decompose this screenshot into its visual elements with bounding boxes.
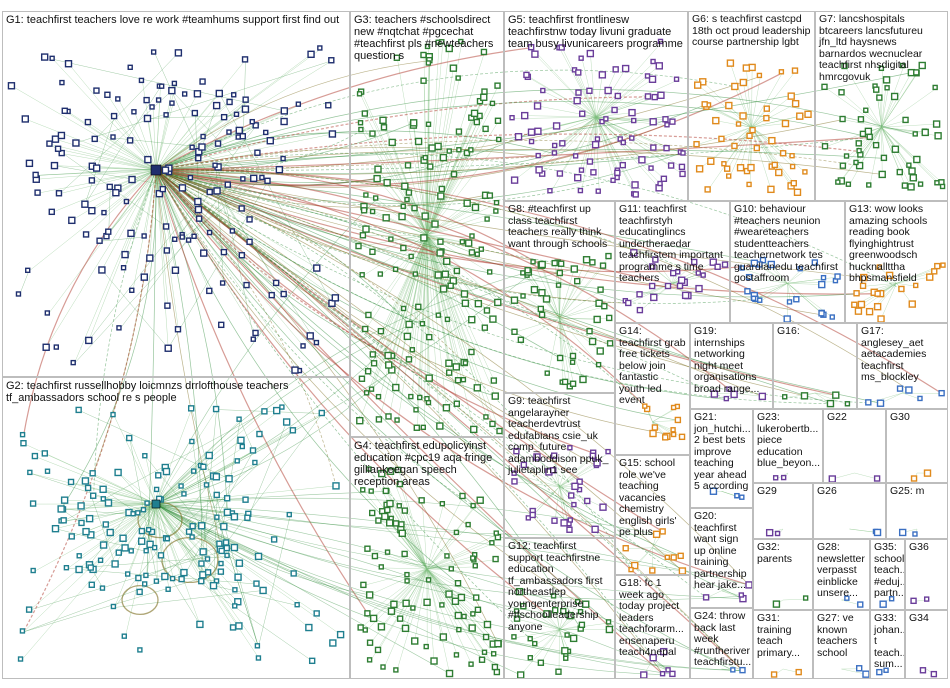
group-panel-g2: G2: teachfirst russellhobby loicmnzs drr…: [2, 377, 350, 679]
group-label-g3: G3: teachers #schoolsdirect new #nqtchat…: [354, 14, 500, 62]
group-label-g13: G13: wow looks amazing schools reading b…: [849, 204, 944, 285]
group-label-g23: G23: lukerobertb... piece education blue…: [757, 412, 819, 470]
group-label-g8: G8: #teachfirst up class teachfirst teac…: [508, 204, 611, 250]
group-panel-g31: G31: training teach primary...: [753, 610, 813, 679]
group-panel-g24: G24: throw back last week #runtheriver t…: [690, 608, 753, 679]
group-label-g15: G15: school role we've teaching vacancie…: [619, 458, 686, 539]
group-panel-g8: G8: #teachfirst up class teachfirst teac…: [504, 201, 615, 393]
group-panel-g25: G25: m: [886, 483, 948, 539]
group-label-g30: G30: [890, 412, 944, 424]
group-label-g12: G12: teachfirst support teachfirstne edu…: [508, 541, 611, 633]
group-panel-g16: G16:: [773, 323, 857, 409]
group-panel-g27: G27: ve known teachers school: [813, 610, 870, 679]
group-panel-g36: G36: [905, 539, 948, 610]
group-panel-g32: G32: parents: [753, 539, 813, 610]
group-panel-g3: G3: teachers #schoolsdirect new #nqtchat…: [350, 11, 504, 437]
group-panel-g5: G5: teachfirst frontlinesw teachfirstnw …: [504, 11, 688, 201]
group-label-g10: G10: behaviour #teachers neunion #wearet…: [734, 204, 841, 285]
group-panel-g29: G29: [753, 483, 813, 539]
group-panel-g35: G35: school teach... #eduj... partn...: [870, 539, 905, 610]
group-label-g27: G27: ve known teachers school: [817, 613, 866, 659]
group-label-g18: G18: fc 1 week ago today project leaders…: [619, 578, 686, 659]
group-label-g19: G19: internships networking night meet o…: [694, 326, 769, 395]
group-panel-g10: G10: behaviour #teachers neunion #wearet…: [730, 201, 845, 323]
group-panel-g9: G9: teachfirst angelarayner teacherdevtr…: [504, 393, 615, 538]
group-panel-g19: G19: internships networking night meet o…: [690, 323, 773, 409]
group-label-g32: G32: parents: [757, 542, 809, 565]
group-panel-g12: G12: teachfirst support teachfirstne edu…: [504, 538, 615, 679]
group-label-g7: G7: lancshospitals btcareers lancsfuture…: [819, 14, 944, 83]
group-panel-g4: G4: teachfirst edupolicyinst education #…: [350, 437, 504, 679]
group-label-g28: G28: newsletter verpasst einblicke unser…: [817, 542, 866, 600]
group-label-g35: G35: school teach... #eduj... partn...: [874, 542, 901, 600]
group-panel-g18: G18: fc 1 week ago today project leaders…: [615, 575, 690, 679]
group-label-g1: G1: teachfirst teachers love re work #te…: [6, 14, 346, 26]
group-panel-g1: G1: teachfirst teachers love re work #te…: [2, 11, 350, 377]
group-panel-g7: G7: lancshospitals btcareers lancsfuture…: [815, 11, 948, 201]
group-label-g17: G17: anglesey_aet aetacademies teachfirs…: [861, 326, 944, 384]
group-panel-g33: G33: johan... t teach... sum...: [870, 610, 905, 679]
group-label-g26: G26: [817, 486, 882, 498]
group-label-g25: G25: m: [890, 486, 944, 498]
group-label-g34: G34: [909, 613, 944, 625]
group-label-g31: G31: training teach primary...: [757, 613, 809, 659]
group-panel-g20: G20: teachfirst want sign up online trai…: [690, 508, 753, 608]
group-label-g4: G4: teachfirst edupolicyinst education #…: [354, 440, 500, 488]
group-label-g33: G33: johan... t teach... sum...: [874, 613, 901, 671]
group-panel-g13: G13: wow looks amazing schools reading b…: [845, 201, 948, 323]
group-label-g6: G6: s teachfirst castcpd 18th oct proud …: [692, 14, 811, 49]
group-label-g22: G22: [827, 412, 882, 424]
group-label-g20: G20: teachfirst want sign up online trai…: [694, 511, 749, 592]
group-panel-g22: G22: [823, 409, 886, 483]
group-panel-g21: G21: jon_hutchi... 2 best bets improve t…: [690, 409, 753, 508]
group-panel-g15: G15: school role we've teaching vacancie…: [615, 455, 690, 575]
group-label-g14: G14: teachfirst grab free tickets below …: [619, 326, 686, 407]
group-label-g16: G16:: [777, 326, 853, 338]
group-panel-g14: G14: teachfirst grab free tickets below …: [615, 323, 690, 455]
group-panel-g26: G26: [813, 483, 886, 539]
group-label-g2: G2: teachfirst russellhobby loicmnzs drr…: [6, 380, 346, 404]
group-panel-g6: G6: s teachfirst castcpd 18th oct proud …: [688, 11, 815, 201]
group-panel-g28: G28: newsletter verpasst einblicke unser…: [813, 539, 870, 610]
group-panel-g30: G30: [886, 409, 948, 483]
group-label-g5: G5: teachfirst frontlinesw teachfirstnw …: [508, 14, 684, 50]
group-label-g29: G29: [757, 486, 809, 498]
group-label-g36: G36: [909, 542, 944, 554]
group-panel-g23: G23: lukerobertb... piece education blue…: [753, 409, 823, 483]
group-label-g24: G24: throw back last week #runtheriver t…: [694, 611, 749, 669]
group-panel-g11: G11: teachfirst teachfirstyh educatingli…: [615, 201, 730, 323]
group-label-g9: G9: teachfirst angelarayner teacherdevtr…: [508, 396, 611, 477]
group-label-g11: G11: teachfirst teachfirstyh educatingli…: [619, 204, 726, 285]
group-panel-g17: G17: anglesey_aet aetacademies teachfirs…: [857, 323, 948, 409]
group-panel-g34: G34: [905, 610, 948, 679]
group-label-g21: G21: jon_hutchi... 2 best bets improve t…: [694, 412, 749, 493]
